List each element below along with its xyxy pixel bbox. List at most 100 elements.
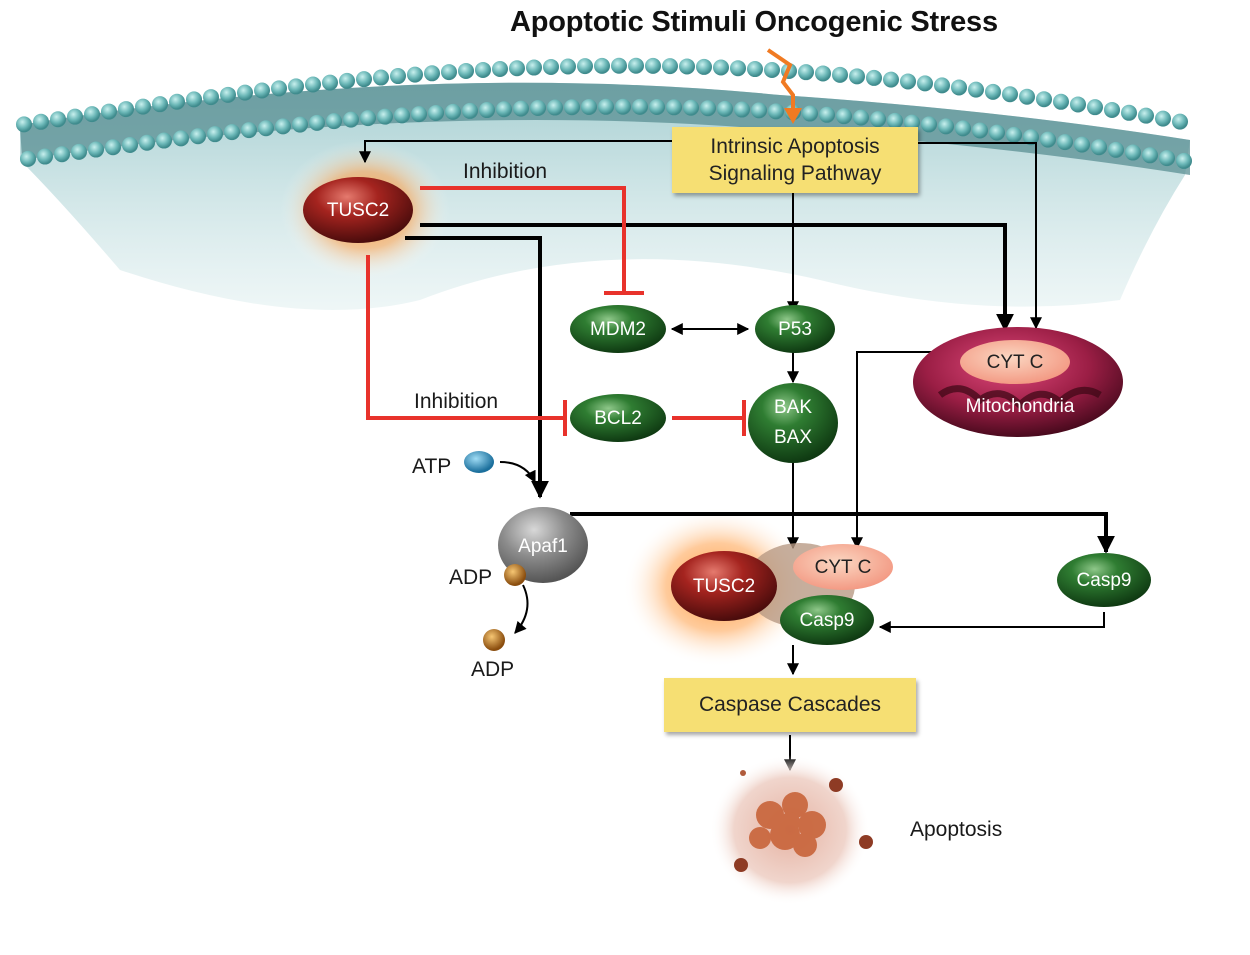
node-label: BCL2 — [594, 408, 642, 429]
node-atp — [464, 451, 494, 473]
lipid-head-icon — [135, 98, 151, 115]
node-label: CYT C — [987, 352, 1044, 373]
lipid-head-icon — [1053, 93, 1069, 110]
lipid-head-icon — [883, 71, 899, 88]
lipid-head-icon — [955, 120, 971, 137]
stimulus-bolt-icon — [766, 48, 795, 112]
cytc-in-mito — [960, 340, 1070, 384]
node-mdm2[interactable]: MDM2 — [570, 305, 666, 353]
lipid-head-icon — [271, 80, 287, 97]
node-label: TUSC2 — [693, 576, 755, 597]
lipid-head-icon — [373, 69, 389, 86]
lipid-head-icon — [526, 59, 542, 76]
arrow-pathway-to-mito — [918, 142, 1042, 330]
arrow-casp9-to-complex — [878, 612, 1105, 633]
lipid-head-icon — [628, 57, 644, 74]
lipid-head-icon — [33, 113, 49, 130]
lipid-head-icon — [156, 132, 172, 149]
lipid-head-icon — [1006, 126, 1022, 143]
adp-molecule-icon — [483, 629, 505, 651]
lipid-head-icon — [258, 120, 274, 137]
apoptosome-complex[interactable]: CYT C Casp9 TUSC2 — [671, 543, 893, 645]
lipid-head-icon — [564, 99, 580, 116]
intrinsic-line2: Signaling Pathway — [708, 162, 882, 185]
lipid-head-icon — [173, 130, 189, 147]
lipid-head-icon — [819, 106, 835, 123]
lipid-head-icon — [462, 102, 478, 119]
inhibit-tusc2-mdm2 — [420, 186, 626, 293]
lipid-head-icon — [475, 61, 491, 78]
node-tusc2-top[interactable]: TUSC2 — [303, 177, 413, 243]
lipid-head-icon — [16, 116, 32, 133]
lipid-head-icon — [139, 134, 155, 151]
lipid-head-icon — [615, 98, 631, 115]
lipid-head-icon — [938, 118, 954, 135]
lipid-head-icon — [458, 62, 474, 79]
lipid-head-icon — [734, 101, 750, 118]
node-label: TUSC2 — [327, 200, 389, 221]
lipid-head-icon — [1019, 88, 1035, 105]
lipid-head-icon — [309, 114, 325, 131]
node-mitochondria[interactable]: CYT C Mitochondria — [913, 327, 1123, 437]
node-bcl2[interactable]: BCL2 — [570, 394, 666, 442]
lipid-head-icon — [713, 59, 729, 76]
node-label: P53 — [778, 319, 812, 340]
lipid-head-icon — [407, 66, 423, 83]
node-cytc-complex — [793, 544, 893, 590]
lipid-head-icon — [598, 98, 614, 115]
node-casp9-right[interactable]: Casp9 — [1057, 553, 1151, 607]
lipid-head-icon — [428, 104, 444, 121]
lipid-head-icon — [105, 139, 121, 156]
lipid-head-icon — [1002, 86, 1018, 103]
inhibition-label-bottom: Inhibition — [414, 390, 499, 413]
node-label: MDM2 — [590, 319, 646, 340]
lipid-head-icon — [1125, 144, 1141, 161]
lipid-head-icon — [1138, 107, 1154, 124]
lipid-head-icon — [547, 99, 563, 116]
atp-molecule-icon — [464, 451, 494, 473]
lipid-head-icon — [1070, 96, 1086, 113]
lipid-head-icon — [305, 76, 321, 93]
node-bak-bax[interactable]: BAK BAX — [748, 383, 838, 463]
lipid-head-icon — [1121, 104, 1137, 121]
lipid-head-icon — [20, 150, 36, 167]
lipid-head-icon — [798, 64, 814, 81]
lipid-head-icon — [989, 124, 1005, 141]
lipid-head-icon — [37, 148, 53, 165]
lipid-head-icon — [649, 99, 665, 116]
lipid-head-icon — [203, 89, 219, 106]
node-tusc2-complex — [671, 551, 777, 621]
lipid-head-icon — [50, 111, 66, 128]
node-casp9-complex — [780, 595, 874, 645]
lipid-head-icon — [849, 68, 865, 85]
arrow-apaf1-to-casp9 — [570, 512, 1115, 554]
adp-label-2: ADP — [471, 658, 515, 681]
lipid-head-icon — [492, 61, 508, 78]
lipid-head-icon — [394, 107, 410, 124]
node-p53[interactable]: P53 — [755, 305, 835, 353]
arrow-cytc-release — [851, 351, 935, 550]
lipid-head-icon — [836, 108, 852, 125]
lipid-head-icon — [84, 106, 100, 123]
caspase-cascades-box[interactable]: Caspase Cascades — [664, 678, 916, 732]
lipid-head-icon — [921, 116, 937, 133]
node-apaf1[interactable]: Apaf1 — [498, 507, 588, 583]
node-label: Casp9 — [1077, 570, 1132, 591]
intrinsic-pathway-box[interactable]: Intrinsic Apoptosis Signaling Pathway — [672, 127, 918, 193]
arrow-adp-release — [514, 584, 529, 634]
lipid-head-icon — [101, 103, 117, 120]
lipid-head-icon — [275, 118, 291, 135]
lipid-head-icon — [496, 101, 512, 118]
inhibition-lines — [366, 186, 746, 436]
lipid-head-icon — [445, 103, 461, 120]
arrow-tusc2-to-mito — [420, 223, 1014, 332]
lipid-head-icon — [747, 61, 763, 78]
lipid-head-icon — [152, 96, 168, 113]
intrinsic-line1: Intrinsic Apoptosis — [710, 135, 880, 158]
activation-arrows — [359, 140, 1115, 772]
lipid-head-icon — [972, 122, 988, 139]
lipid-head-icon — [577, 58, 593, 75]
stimulus-arrowhead — [784, 108, 802, 124]
